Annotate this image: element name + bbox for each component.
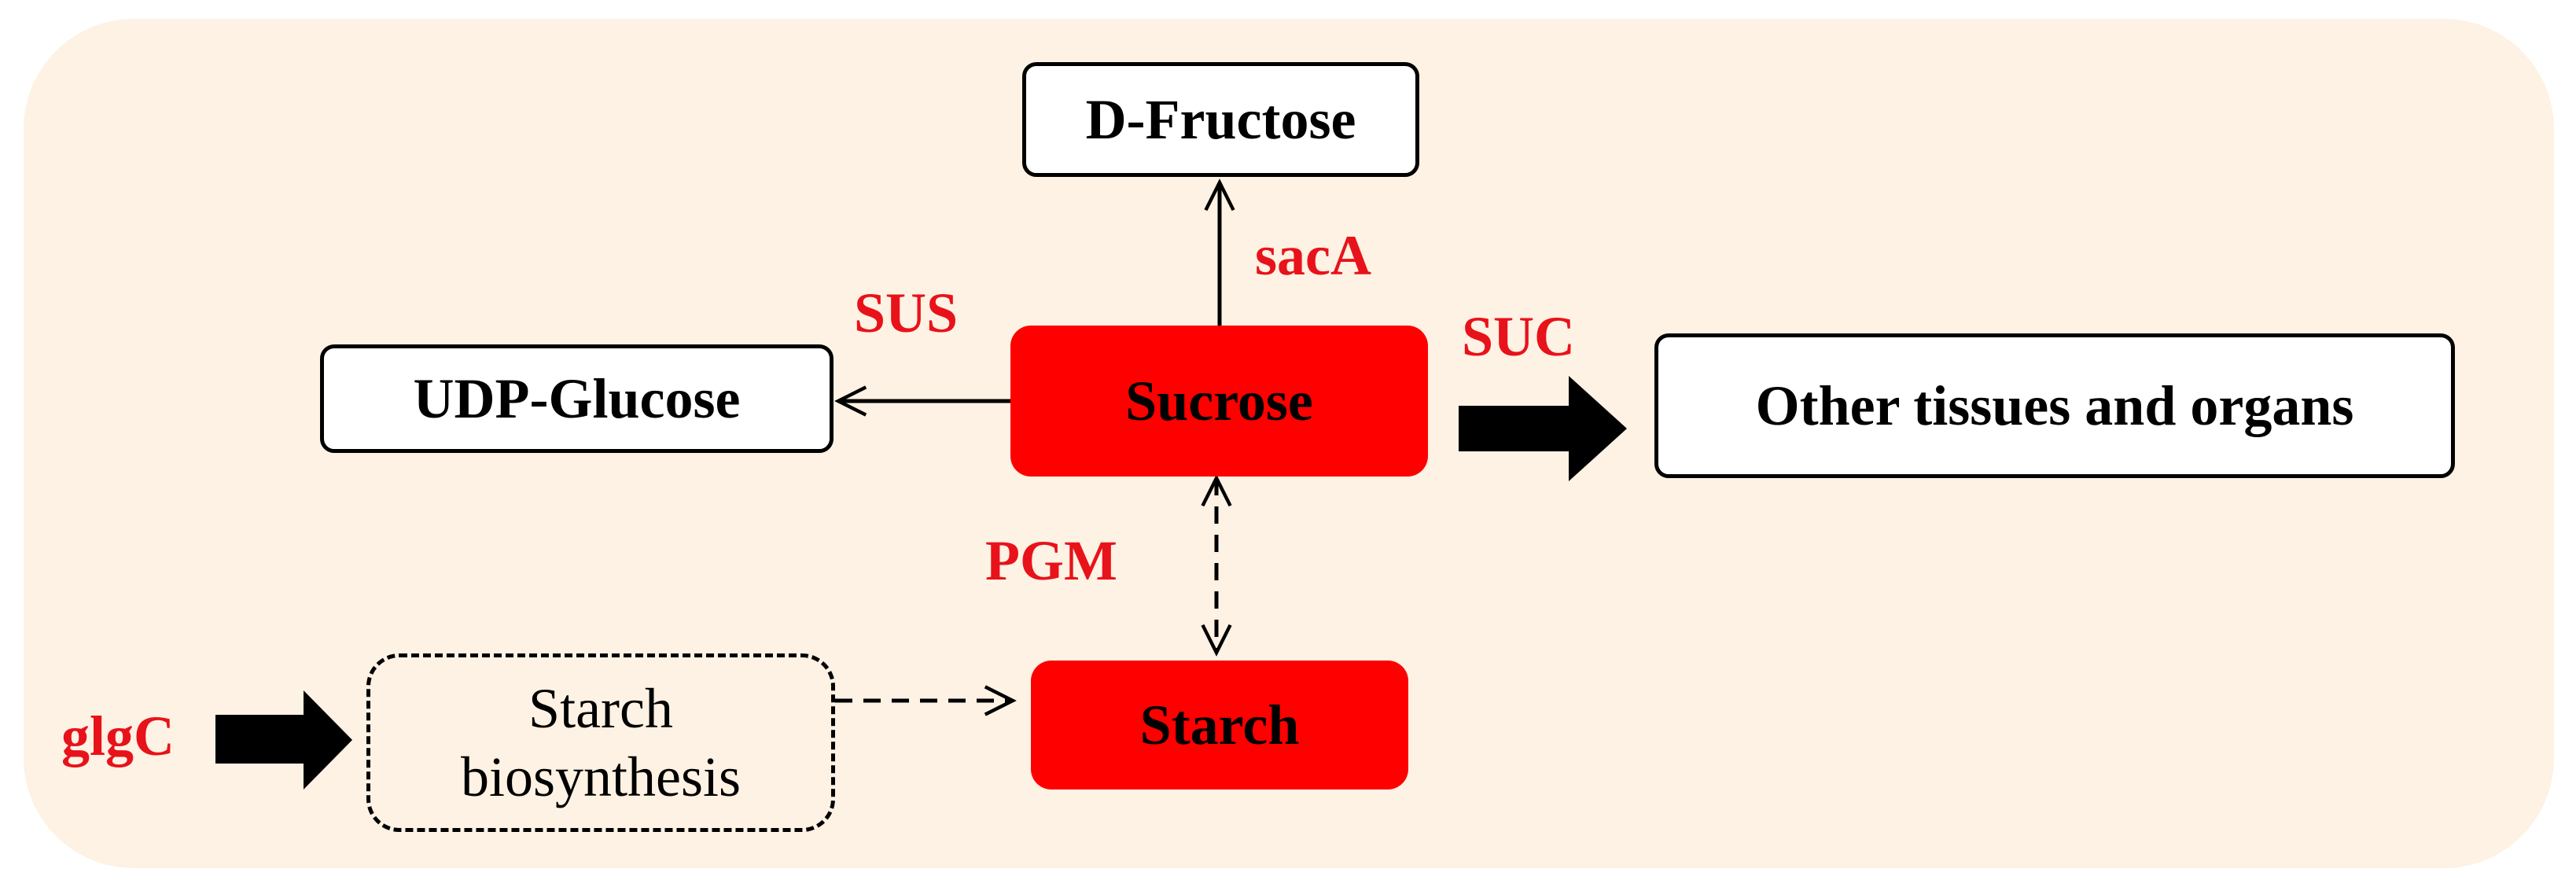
enzyme-label-pgm: PGM [985, 529, 1117, 592]
node-other-tissues: Other tissues and organs [1654, 333, 2455, 478]
bold-arrow-glgc-to-biosynthesis [215, 690, 352, 789]
node-sucrose-label: Sucrose [1125, 369, 1313, 432]
bold-arrow-to-other-tissues [1459, 376, 1627, 481]
enzyme-label-saca: sacA [1255, 224, 1371, 287]
node-sucrose: Sucrose [1010, 326, 1428, 477]
node-starch-biosynthesis-line1: Starch [528, 677, 673, 741]
node-other-tissues-label: Other tissues and organs [1755, 374, 2354, 437]
node-starch-biosynthesis: Starch biosynthesis [366, 653, 835, 832]
node-starch: Starch [1031, 661, 1408, 789]
node-d-fructose: D-Fructose [1022, 62, 1419, 177]
enzyme-label-suc: SUC [1462, 305, 1576, 368]
node-starch-biosynthesis-line2: biosynthesis [460, 745, 742, 808]
node-starch-label: Starch [1139, 693, 1300, 756]
node-d-fructose-label: D-Fructose [1085, 87, 1356, 151]
enzyme-label-sus: SUS [854, 282, 959, 344]
node-udp-glucose: UDP-Glucose [320, 344, 834, 453]
enzyme-label-glgc: glgC [61, 705, 175, 767]
node-udp-glucose-label: UDP-Glucose [413, 366, 741, 430]
